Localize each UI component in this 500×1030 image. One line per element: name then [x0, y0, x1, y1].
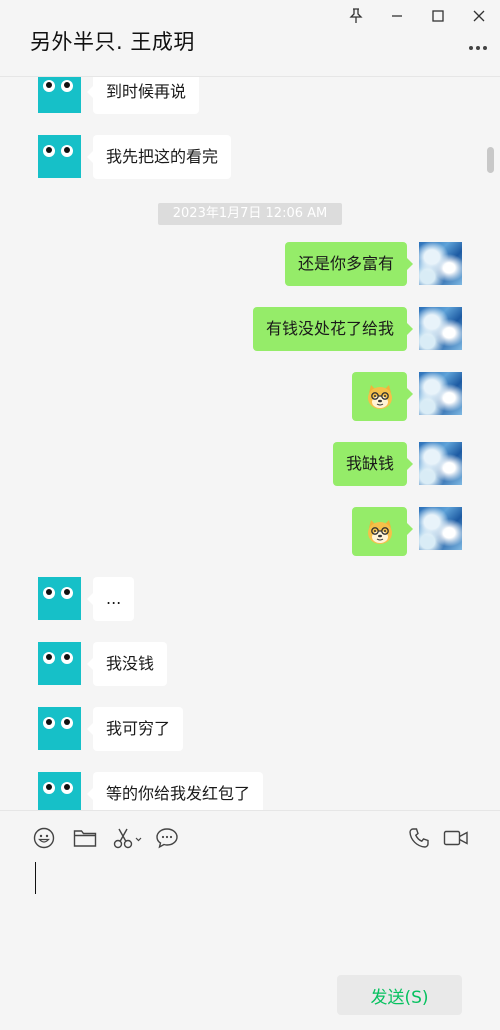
incoming-message-bubble[interactable]: 我可穷了 [86, 707, 184, 751]
composer-divider [0, 810, 500, 811]
text-caret [35, 862, 36, 894]
message-row: 有钱没处花了给我 [0, 307, 500, 351]
avatar-eye [61, 652, 73, 664]
message-timestamp: 2023年1月7日 12:06 AM [158, 203, 342, 225]
avatar-eye [61, 782, 73, 794]
outgoing-message-bubble[interactable]: 还是你多富有 [284, 242, 414, 286]
scissors-icon[interactable] [112, 825, 144, 851]
contact-avatar[interactable] [38, 135, 81, 178]
video-call-icon[interactable] [442, 825, 470, 851]
avatar-eye [61, 80, 73, 92]
message-row [0, 372, 500, 421]
my-avatar[interactable] [419, 307, 462, 350]
doge-emoji-icon [367, 519, 392, 544]
message-row: 到时候再说 [0, 77, 500, 114]
outgoing-message-bubble[interactable]: 有钱没处花了给我 [252, 307, 414, 351]
avatar-eye [43, 145, 55, 157]
chat-title: 另外半只. 王成玥 [30, 30, 195, 54]
emoji-icon[interactable] [31, 825, 57, 851]
avatar-eye [43, 80, 55, 92]
minimize-icon[interactable] [385, 4, 409, 28]
outgoing-message-bubble[interactable]: 我缺钱 [332, 442, 414, 486]
avatar-eye [43, 717, 55, 729]
incoming-message-bubble[interactable]: 到时候再说 [86, 77, 200, 114]
message-row: 我没钱 [0, 642, 500, 686]
outgoing-emoji-bubble[interactable] [352, 372, 413, 421]
message-row [0, 507, 500, 556]
message-row: ... [0, 577, 500, 621]
message-row: 我缺钱 [0, 442, 500, 486]
chat-header: 另外半只. 王成玥 [0, 0, 500, 77]
avatar-eye [61, 587, 73, 599]
avatar-eye [43, 782, 55, 794]
incoming-message-bubble[interactable]: 我没钱 [86, 642, 168, 686]
message-list[interactable]: 到时候再说 我先把这的看完 2023年1月7日 12:06 AM 还是你多富有 … [0, 77, 500, 810]
my-avatar[interactable] [419, 372, 462, 415]
my-avatar[interactable] [419, 242, 462, 285]
incoming-message-bubble[interactable]: ... [86, 577, 135, 621]
incoming-message-bubble[interactable]: 我先把这的看完 [86, 135, 232, 179]
phone-icon[interactable] [406, 825, 432, 851]
contact-avatar[interactable] [38, 772, 81, 810]
message-row: 我可穷了 [0, 707, 500, 751]
folder-icon[interactable] [72, 825, 98, 851]
contact-avatar[interactable] [38, 577, 81, 620]
message-row: 还是你多富有 [0, 242, 500, 286]
incoming-message-bubble[interactable]: 等的你给我发红包了 [86, 772, 264, 810]
send-button[interactable]: 发送(S) [337, 975, 462, 1015]
pin-icon[interactable] [344, 4, 368, 28]
chat-scrollbar[interactable] [487, 147, 494, 173]
my-avatar[interactable] [419, 442, 462, 485]
outgoing-emoji-bubble[interactable] [352, 507, 413, 556]
message-input[interactable] [24, 860, 476, 960]
message-row: 等的你给我发红包了 [0, 772, 500, 810]
doge-emoji-icon [367, 384, 392, 409]
my-avatar[interactable] [419, 507, 462, 550]
chat-history-icon[interactable] [154, 825, 180, 851]
more-icon[interactable] [466, 38, 490, 58]
contact-avatar[interactable] [38, 77, 81, 113]
avatar-eye [61, 145, 73, 157]
contact-avatar[interactable] [38, 642, 81, 685]
avatar-eye [43, 587, 55, 599]
contact-avatar[interactable] [38, 707, 81, 750]
close-icon[interactable] [467, 4, 491, 28]
maximize-icon[interactable] [426, 4, 450, 28]
avatar-eye [61, 717, 73, 729]
message-row: 我先把这的看完 [0, 135, 500, 179]
avatar-eye [43, 652, 55, 664]
